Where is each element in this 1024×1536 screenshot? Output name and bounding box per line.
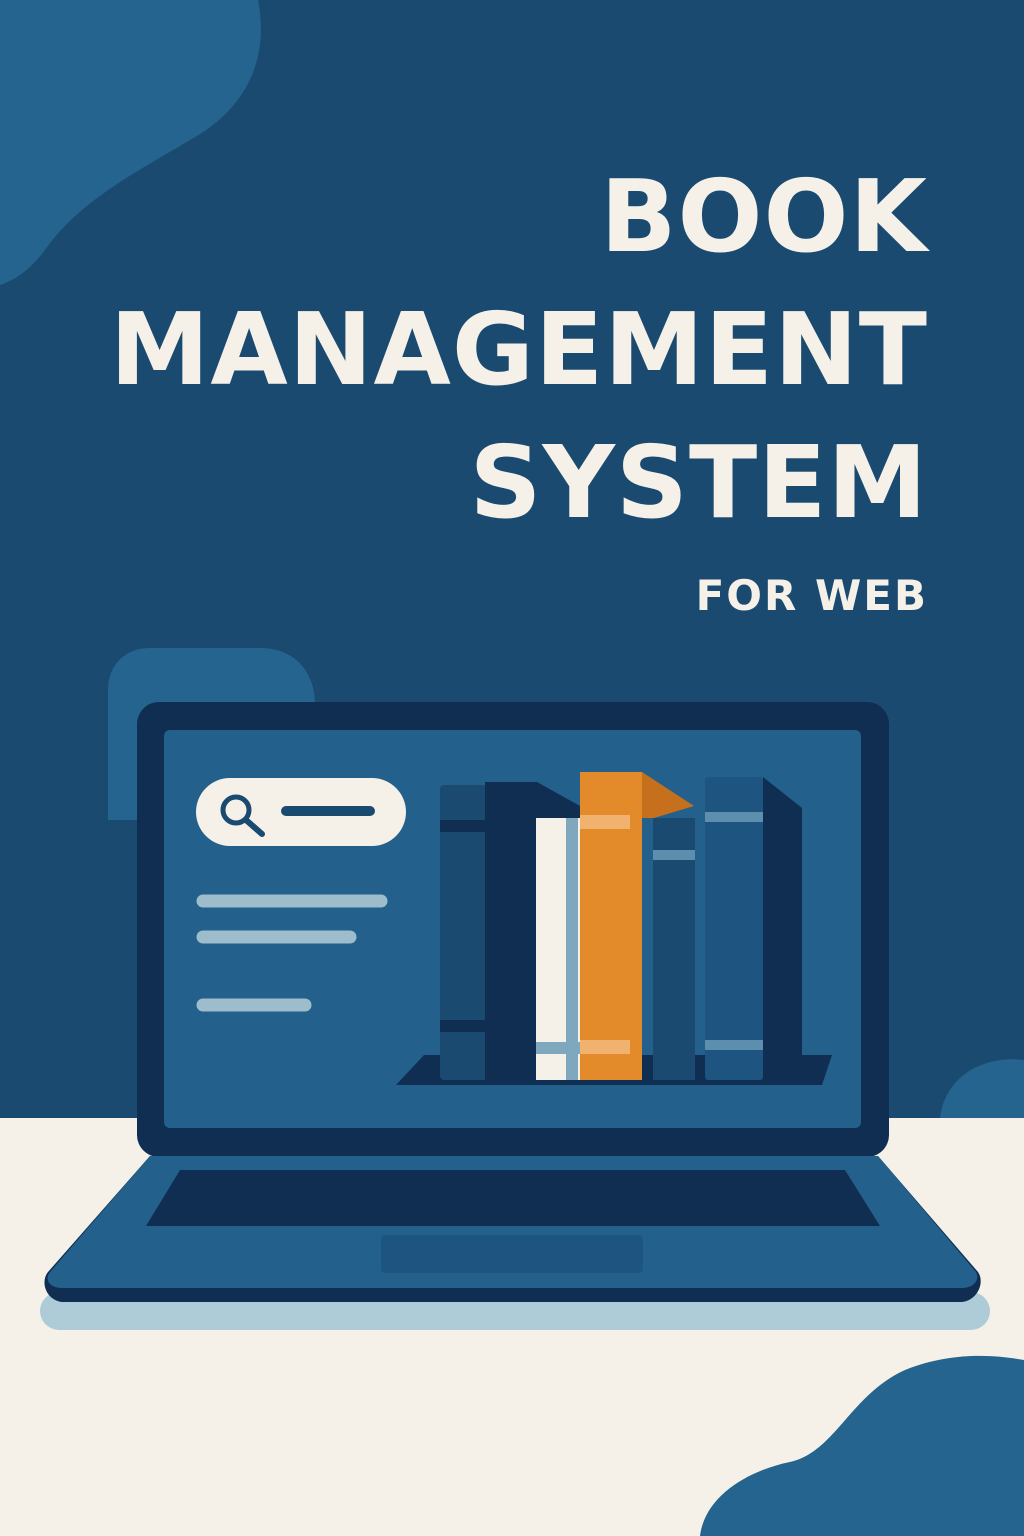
search-icon bbox=[220, 794, 265, 837]
title-line-3: SYSTEM bbox=[469, 424, 928, 541]
blob-right bbox=[940, 1059, 1024, 1118]
title-line-1: BOOK bbox=[600, 158, 928, 275]
book-6 bbox=[705, 777, 763, 1080]
book-2 bbox=[485, 782, 537, 1080]
search-bar[interactable] bbox=[196, 778, 406, 846]
text-placeholder-lines bbox=[196, 894, 388, 1012]
books-icon bbox=[396, 772, 832, 1085]
laptop-keyboard bbox=[146, 1170, 880, 1226]
book-5 bbox=[653, 818, 695, 1080]
book-1 bbox=[440, 785, 488, 1080]
blob-bottom-right bbox=[700, 1355, 1024, 1536]
title-line-2: MANAGEMENT bbox=[109, 291, 928, 408]
blob-top-left bbox=[0, 0, 261, 285]
laptop-trackpad bbox=[381, 1235, 643, 1273]
subtitle: FOR WEB bbox=[695, 571, 928, 620]
title-block: BOOK MANAGEMENT SYSTEM FOR WEB bbox=[28, 150, 928, 621]
